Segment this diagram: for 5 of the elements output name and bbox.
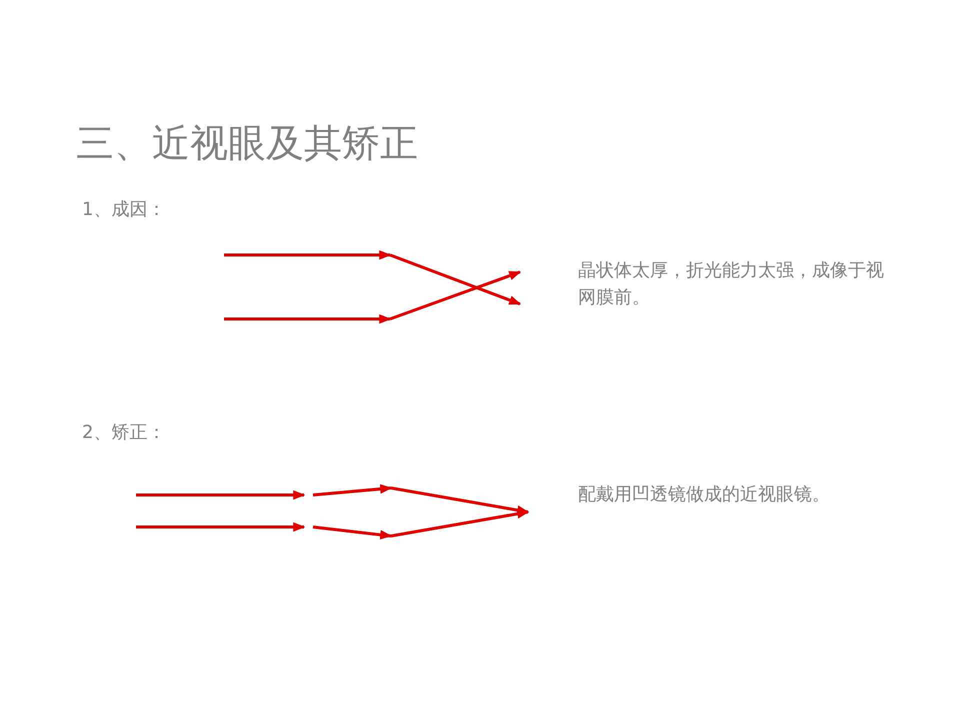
section-heading: 1、成因： <box>82 198 166 221</box>
explanation-text: 晶状体太厚，折光能力太强，成像于视网膜前。 <box>578 259 885 310</box>
explanation-text: 配戴用凹透镜做成的近视眼镜。 <box>578 483 830 506</box>
section-heading: 2、矫正： <box>82 421 166 444</box>
slide-title: 三、近视眼及其矫正 <box>76 120 418 167</box>
